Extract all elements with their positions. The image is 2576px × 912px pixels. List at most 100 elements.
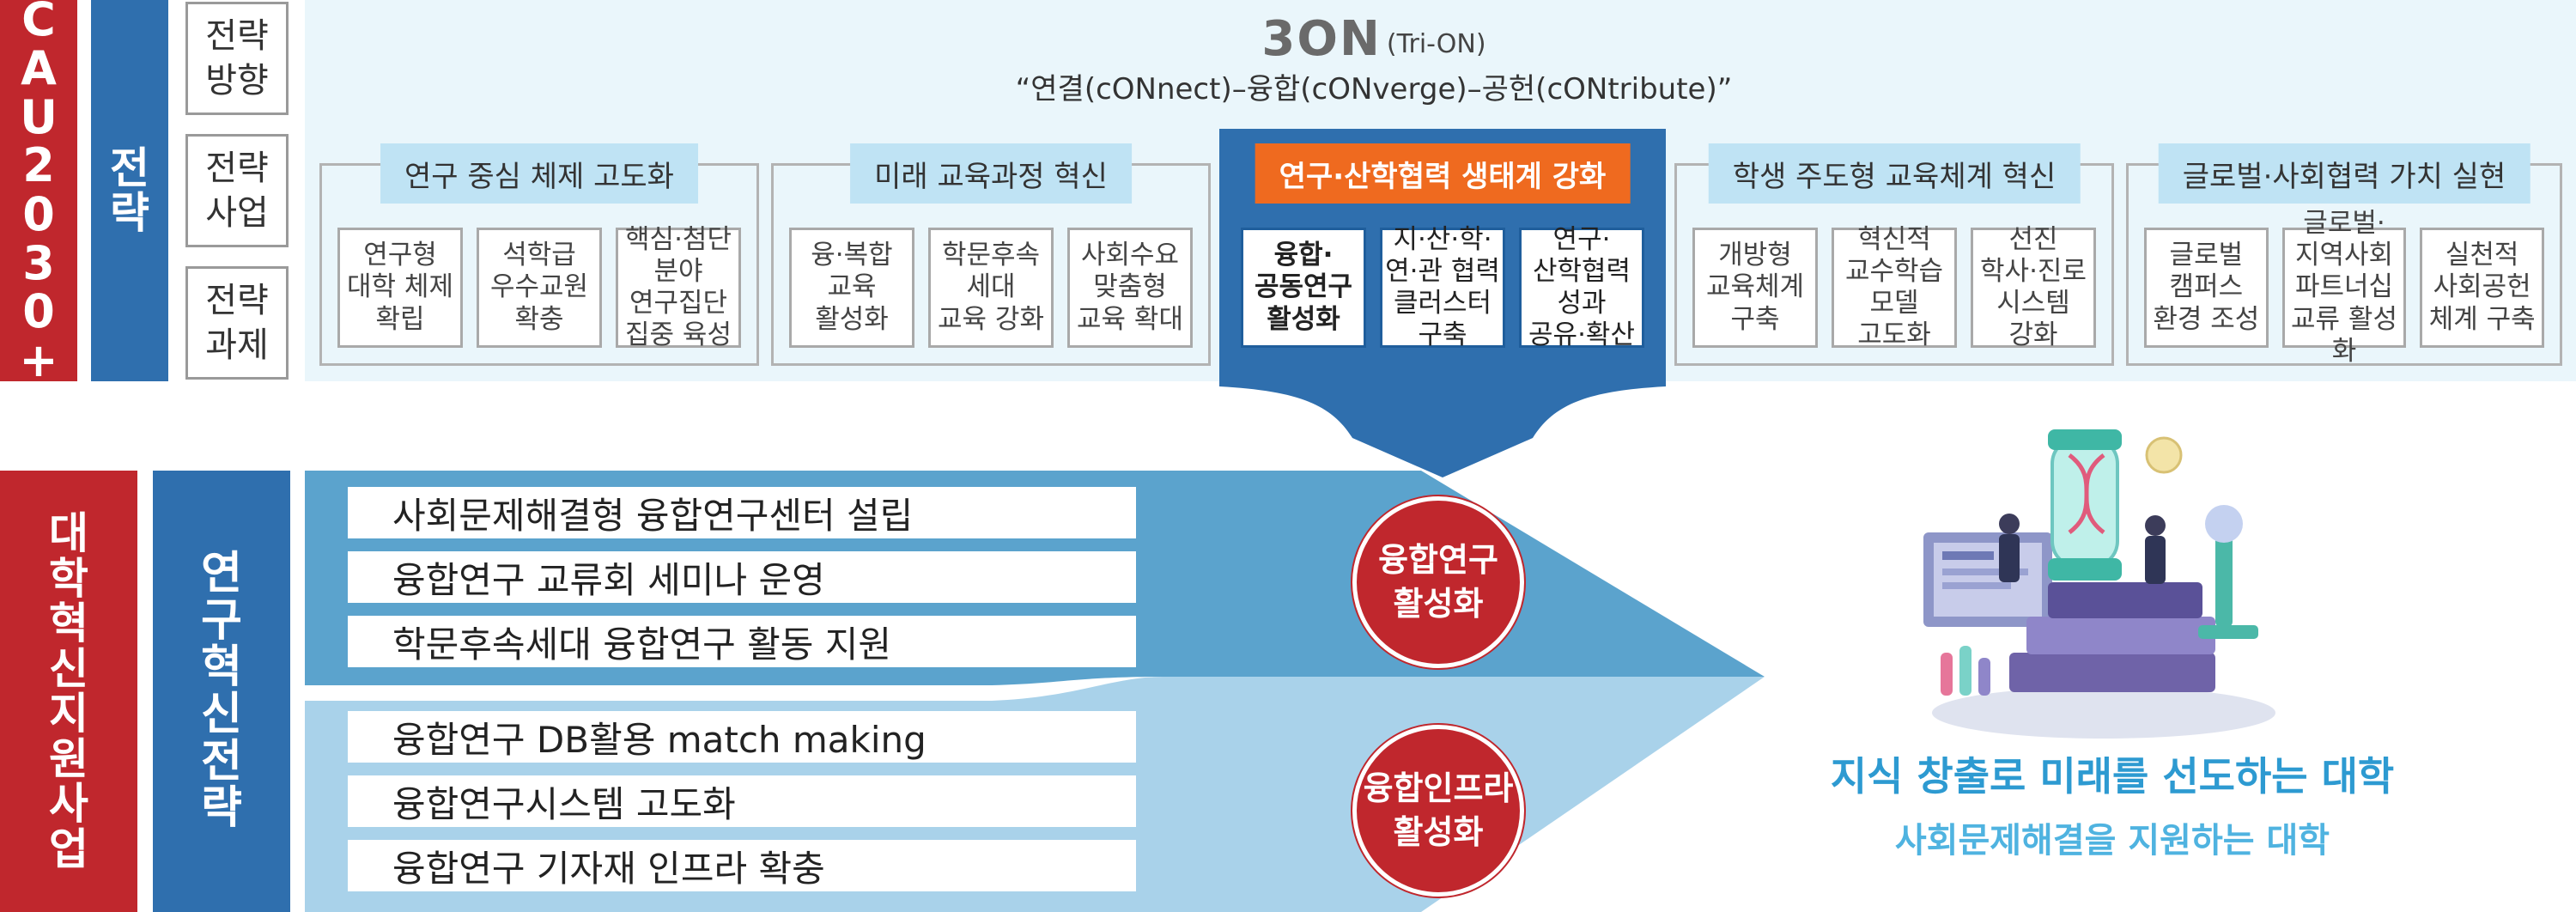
task-line: 학문후속 [941, 240, 1041, 271]
task-line: 사회수요 [1080, 240, 1180, 271]
research-lab-illustration [1923, 429, 2275, 739]
brand-char: + [19, 333, 58, 388]
task-line: 교육 확대 [1077, 303, 1183, 335]
project-char: 대 [49, 508, 88, 558]
task-line: 연구집단 [629, 288, 728, 319]
task-cell: 실천적 사회공헌 체계 구축 [2420, 228, 2545, 348]
task-line: 파트너십 [2294, 271, 2394, 303]
task-line: 공동연구 [1254, 271, 1353, 303]
task-cell: 개방형 교육체계 구축 [1692, 228, 1818, 348]
task-line: 교수학습 [1844, 255, 1944, 287]
task-line: 융·복합 [811, 240, 893, 271]
university-innovation-bar: 대 학 혁 신 지 원 사 업 [0, 471, 137, 912]
action-item: 융합연구 기자재 인프라 확충 [348, 840, 1136, 891]
label-line: 방향 [205, 61, 269, 100]
action-item: 융합연구 교류회 세미나 운영 [348, 551, 1136, 603]
task-cell: 글로벌· 지역사회 파트너십 교류 활성화 [2281, 208, 2407, 367]
task-line: 사회공헌 [2433, 271, 2531, 303]
task-line: 실천적 [2445, 240, 2519, 271]
task-cell: 지·산·학· 연·관 협력 클러스터 구축 [1380, 224, 1505, 351]
task-line: 대학 체제 [347, 271, 453, 303]
task-cell: 석학급 우수교원 확충 [477, 228, 602, 348]
badge-line: 활성화 [1393, 585, 1484, 623]
action-item: 융합연구 DB활용 match making [348, 711, 1136, 763]
project-char: 학 [49, 553, 88, 604]
task-line: 교육체계 [1705, 271, 1805, 303]
badge-research-activation: 융합연구 활성화 [1352, 496, 1524, 668]
task-line: 연·관 협력 [1385, 255, 1500, 287]
brand-char: 0 [22, 284, 55, 339]
task-line: 글로벌· [2303, 208, 2385, 240]
action-item: 사회문제해결형 융합연구센터 설립 [348, 487, 1136, 538]
label-strategy-task: 전략 과제 [185, 266, 289, 380]
task-line: 활성화 [1267, 303, 1340, 335]
task-line: 혁신적 [1857, 223, 1931, 255]
project-char: 지 [49, 689, 88, 739]
task-cell: 연구· 산학협력 성과 공유·확산 [1519, 224, 1644, 351]
brand-char: 0 [22, 187, 55, 241]
research-innovation-bar: 연 구 혁 신 전 략 [153, 471, 290, 912]
task-line: 산학협력 [1532, 255, 1631, 287]
task-line: 캠퍼스 [2169, 271, 2244, 303]
task-line: 석학급 [502, 240, 576, 271]
task-cell: 융·복합 교육 활성화 [789, 228, 914, 348]
task-line: 융합· [1273, 240, 1334, 271]
strategy-char: 략 [201, 782, 242, 835]
project-char: 업 [49, 824, 88, 874]
project-char: 혁 [49, 599, 88, 648]
tri-on-logo-text: 3ON [1261, 10, 1382, 67]
strategy-bar: 전 략 [91, 0, 168, 381]
strategy-char: 신 [201, 689, 242, 740]
action-item: 학문후속세대 융합연구 활동 지원 [348, 616, 1136, 667]
task-line: 공유·확산 [1528, 319, 1635, 351]
task-line: 교육 [827, 271, 877, 303]
task-line: 핵심·첨단 [625, 223, 732, 255]
label-strategy-direction: 전략 방향 [185, 2, 289, 115]
badge-infra-activation: 융합인프라 활성화 [1352, 725, 1524, 897]
task-line: 확립 [375, 303, 425, 335]
task-cell: 혁신적 교수학습 모델 고도화 [1832, 224, 1957, 351]
task-cell: 글로벌 캠퍼스 환경 조성 [2144, 228, 2269, 348]
task-line: 지역사회 [2294, 240, 2394, 271]
task-line: 개방형 [1718, 240, 1792, 271]
group-curriculum: 미래 교육과정 혁신 융·복합 교육 활성화 학문후속 세대 교육 강화 사회수… [771, 143, 1211, 366]
task-line: 분야 [653, 255, 703, 287]
group-research-system: 연구 중심 체제 고도화 연구형 대학 체제 확립 석학급 우수교원 확충 핵심… [319, 143, 759, 366]
task-line: 집중 육성 [625, 319, 732, 351]
cau-2030-bar: C A U 2 0 3 0 + [0, 0, 77, 385]
goal-main: 지식 창출로 미래를 선도하는 대학 [1830, 753, 2395, 800]
task-line: 구축 [1418, 319, 1467, 351]
task-line: 교류 활성화 [2291, 303, 2397, 367]
task-line: 교육 강화 [938, 303, 1044, 335]
badge-line: 융합연구 [1378, 540, 1498, 579]
task-line: 고도화 [1857, 319, 1931, 351]
strategy-char: 전 [110, 143, 149, 193]
badge-line: 활성화 [1393, 813, 1484, 851]
task-line: 지·산·학· [1393, 223, 1492, 255]
task-line: 세대 [966, 271, 1016, 303]
task-line: 확충 [514, 303, 564, 335]
task-line: 성과 [1557, 288, 1607, 319]
task-line: 활성화 [815, 303, 889, 335]
task-line: 맞춤형 [1093, 271, 1167, 303]
task-line: 연구형 [363, 240, 437, 271]
tri-on-logo: 3ON (Tri-ON) [1116, 9, 1631, 69]
brand-char: 2 [22, 138, 55, 193]
brand-char: A [21, 40, 57, 95]
strategy-char: 략 [110, 188, 149, 238]
brand-char: C [21, 0, 56, 47]
task-cell: 사회수요 맞춤형 교육 확대 [1067, 228, 1193, 348]
project-char: 원 [49, 733, 88, 784]
task-line: 모델 [1869, 288, 1919, 319]
task-line: 연구· [1552, 223, 1611, 255]
task-cell-highlight: 융합· 공동연구 활성화 [1241, 228, 1366, 348]
motto: “연결(cONnect)–융합(cONverge)–공헌(cONtribute)… [1015, 72, 1733, 106]
group-student-education: 학생 주도형 교육체계 혁신 개방형 교육체계 구축 혁신적 교수학습 모델 고… [1674, 143, 2114, 366]
tri-on-subtitle: (Tri-ON) [1386, 28, 1486, 59]
task-line: 시스템 [1996, 288, 2070, 319]
task-cell: 선진 학사·진로 시스템 강화 [1971, 224, 2096, 350]
task-cell: 핵심·첨단 분야 연구집단 집중 육성 [616, 224, 741, 351]
task-cell: 연구형 대학 체제 확립 [337, 228, 463, 348]
group-title: 연구 중심 체제 고도화 [380, 143, 698, 204]
task-line: 우수교원 [489, 271, 589, 303]
